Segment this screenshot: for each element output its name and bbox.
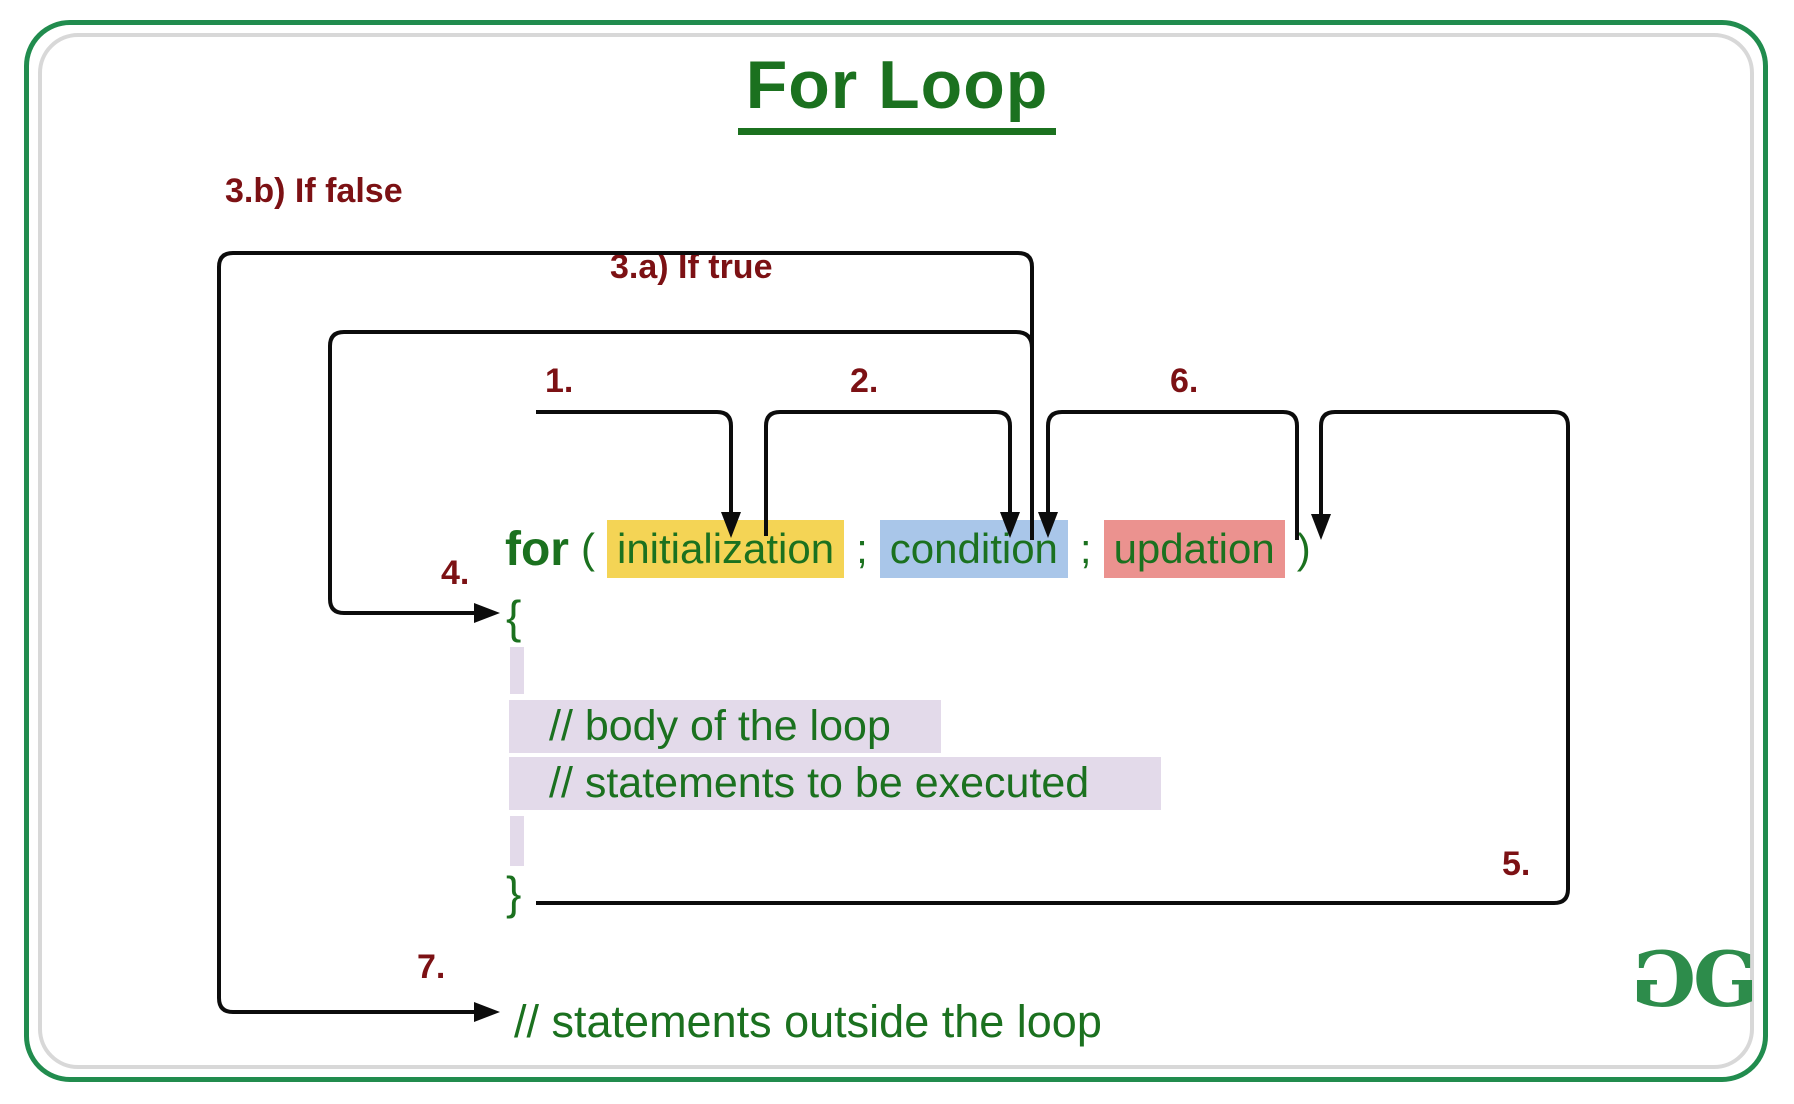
arrow-step5 bbox=[1311, 514, 1331, 540]
open-brace: { bbox=[506, 591, 522, 643]
inner-gray-frame bbox=[38, 33, 1754, 1069]
condition-highlight: condition bbox=[879, 520, 1068, 578]
statements-comment-line: // statements to be executed bbox=[509, 757, 1161, 810]
for-statement: for ( initialization ; condition ; updat… bbox=[505, 520, 1311, 578]
empty-line-bar-1 bbox=[510, 647, 524, 694]
step-label-4: 4. bbox=[441, 554, 470, 592]
close-paren: ) bbox=[1296, 525, 1311, 572]
step-label-1: 1. bbox=[545, 362, 574, 400]
outer-green-frame bbox=[24, 20, 1768, 1082]
step-label-6: 6. bbox=[1170, 362, 1199, 400]
path-if-false bbox=[217, 251, 1034, 1014]
semicolon-2: ; bbox=[1079, 525, 1092, 572]
step-label-5: 5. bbox=[1502, 845, 1531, 883]
geeksforgeeks-logo: GG bbox=[1614, 935, 1758, 1024]
page-title-wrap: For Loop bbox=[0, 46, 1794, 135]
step-label-2: 2. bbox=[850, 362, 879, 400]
empty-line-bar-2 bbox=[510, 816, 524, 866]
body-comment-line: // body of the loop bbox=[509, 700, 941, 753]
open-paren: ( bbox=[580, 525, 595, 572]
page-title: For Loop bbox=[737, 46, 1057, 135]
logo-g: G bbox=[1693, 935, 1758, 1024]
path-step2 bbox=[764, 410, 1012, 536]
arrow-step2 bbox=[1000, 512, 1020, 538]
arrow-if-false bbox=[474, 1002, 500, 1022]
arrow-step6 bbox=[1038, 512, 1058, 538]
step-label-7: 7. bbox=[417, 948, 446, 986]
path-if-true bbox=[328, 330, 1034, 615]
arrow-step1 bbox=[721, 512, 741, 538]
path-step5 bbox=[536, 410, 1570, 905]
for-keyword: for bbox=[505, 522, 569, 576]
semicolon-1: ; bbox=[856, 525, 868, 572]
updation-highlight: updation bbox=[1103, 520, 1285, 578]
outside-comment-line: // statements outside the loop bbox=[514, 996, 1102, 1047]
annotation-if-false: 3.b) If false bbox=[225, 172, 403, 210]
path-step1 bbox=[536, 410, 733, 514]
initialization-highlight: initialization bbox=[606, 520, 845, 578]
close-brace: } bbox=[506, 867, 522, 919]
arrow-if-true bbox=[474, 603, 500, 623]
path-step6 bbox=[1046, 410, 1299, 540]
